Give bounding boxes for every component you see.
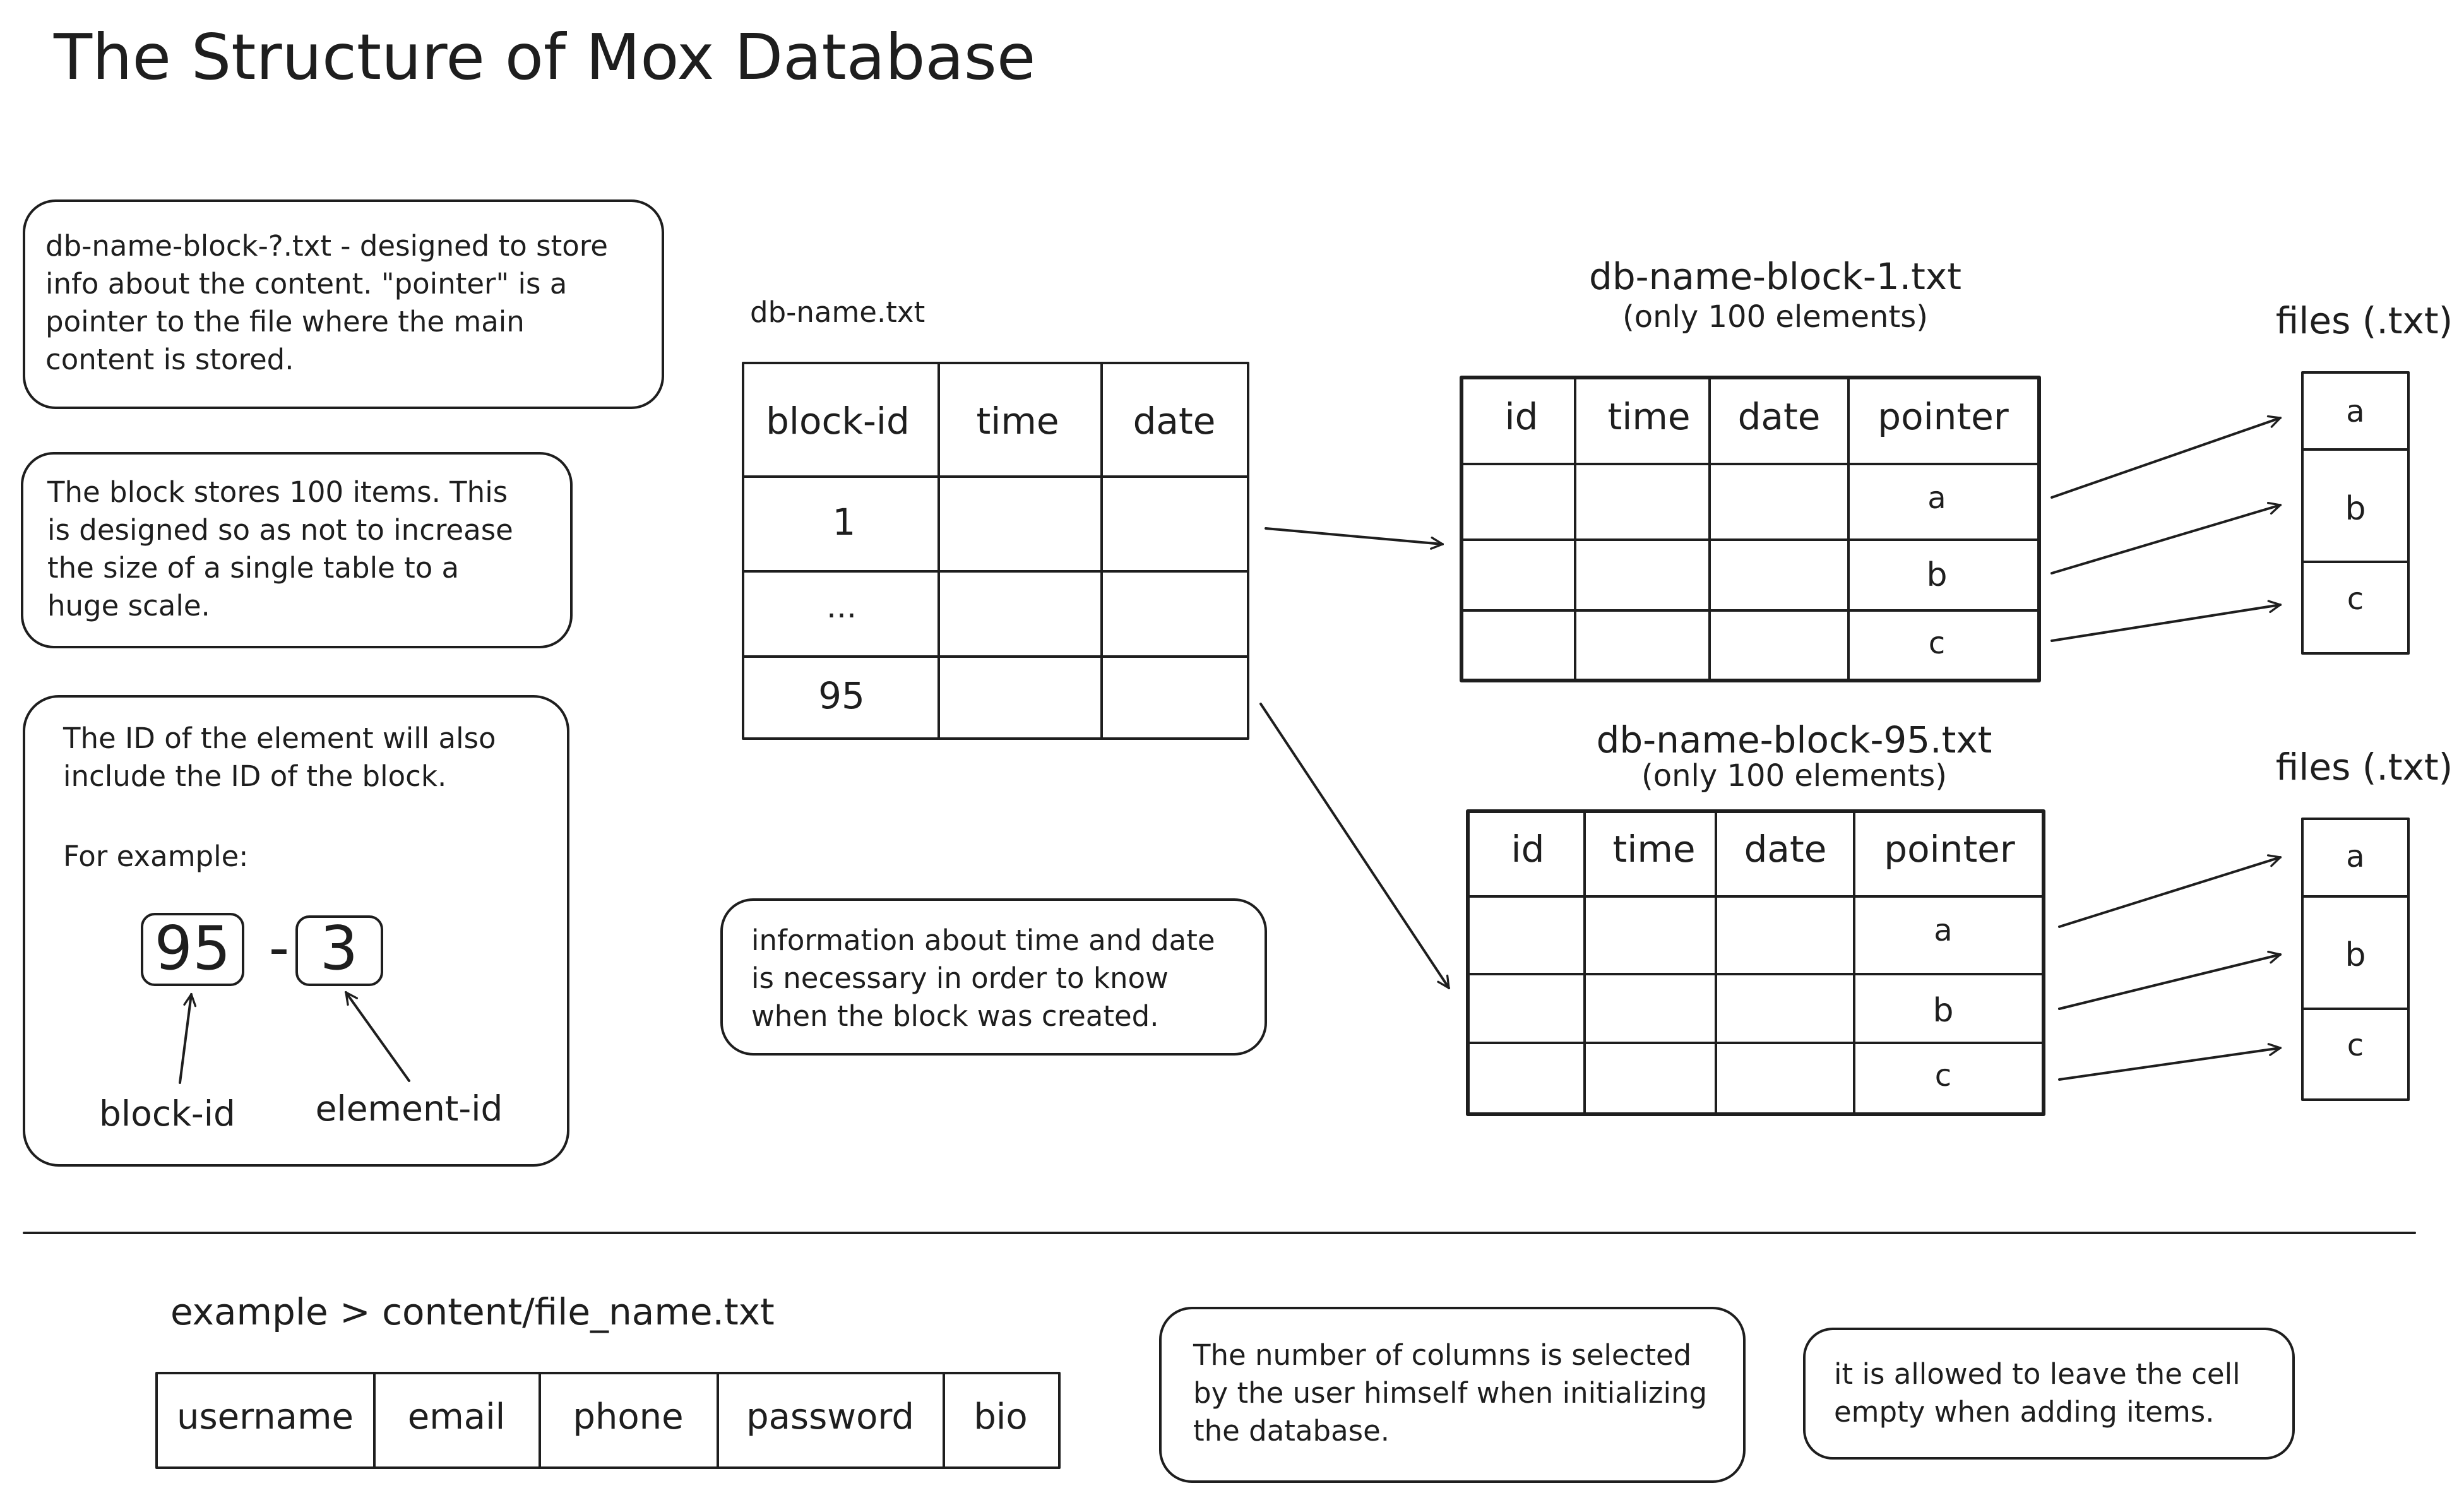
arrow-pointer-c: [2058, 1048, 2280, 1081]
note-frame: [23, 199, 664, 409]
files-column-1: files (.txt) a b c: [2276, 299, 2453, 655]
file-b: b: [2345, 490, 2366, 528]
files-column-2: files (.txt) a b c: [2276, 746, 2453, 1101]
files-label: files (.txt): [2276, 746, 2453, 788]
note-text: db-name-block-?.txt - designed to store …: [45, 229, 617, 376]
index-row-ellipsis: ...: [826, 588, 857, 625]
note-frame: [21, 452, 573, 648]
block-table-title: db-name-block-95.txt: [1597, 718, 1992, 761]
element-id-box: [295, 915, 383, 986]
column-bio: bio: [973, 1396, 1027, 1437]
arrow-pointer-a: [2050, 418, 2280, 499]
pointer-a: a: [1934, 913, 1952, 948]
content-example: example > content/file_name.txt username…: [155, 1290, 1061, 1469]
files-label: files (.txt): [2276, 299, 2453, 342]
block-table-subtitle: (only 100 elements): [1641, 758, 1947, 794]
note-frame: [23, 695, 569, 1167]
note-block-size: The block stores 100 items. This is desi…: [21, 452, 573, 648]
header-pointer: pointer: [1884, 828, 2015, 871]
block-id-arrow: [179, 994, 191, 1084]
column-password: password: [746, 1396, 914, 1437]
header-id: id: [1511, 828, 1545, 871]
file-c: c: [2347, 1028, 2364, 1063]
header-pointer: pointer: [1878, 395, 2009, 438]
header-id: id: [1505, 395, 1539, 438]
for-example-label: For example:: [63, 840, 248, 873]
note-empty: it is allowed to leave the cell empty wh…: [1803, 1328, 2295, 1460]
header-time: time: [1612, 828, 1695, 871]
note-columns: The number of columns is selected by the…: [1159, 1307, 1746, 1483]
pointer-c: c: [1929, 626, 1945, 661]
header-date: date: [1738, 395, 1821, 438]
arrow-pointer-b: [2058, 955, 2280, 1010]
page-title: The Structure of Mox Database: [53, 20, 1035, 94]
header-date: date: [1744, 828, 1827, 871]
content-example-label: example > content/file_name.txt: [170, 1290, 775, 1333]
index-header-block-id: block-id: [766, 400, 910, 443]
block-id-value: 95: [155, 914, 231, 984]
index-row-95: 95: [818, 674, 865, 717]
note-text: information about time and date is neces…: [751, 924, 1224, 1033]
note-text: The number of columns is selected by the…: [1193, 1338, 1716, 1448]
files-frame: [2301, 818, 2410, 1101]
block-table-1: db-name-block-1.txt (only 100 elements) …: [1460, 255, 2041, 682]
index-header-date: date: [1133, 400, 1216, 443]
note-frame: [1803, 1328, 2295, 1460]
element-id-value: 3: [320, 914, 358, 984]
note-time-date: information about time and date is neces…: [720, 898, 1267, 1056]
index-table-frame: [742, 362, 1249, 740]
index-row-1: 1: [833, 501, 856, 544]
arrow-pointer-c: [2050, 605, 2280, 642]
file-a: a: [2346, 839, 2364, 874]
column-email: email: [408, 1396, 505, 1437]
arrow-pointer-b: [2050, 505, 2280, 574]
arrow-pointer-a: [2058, 857, 2280, 928]
note-text: The block stores 100 items. This is desi…: [47, 475, 522, 622]
header-time: time: [1607, 395, 1690, 438]
index-header-time: time: [976, 400, 1059, 443]
note-id-example: The ID of the element will also include …: [23, 695, 569, 1167]
pointer-b: b: [1926, 556, 1947, 594]
column-phone: phone: [573, 1396, 683, 1437]
note-block-file: db-name-block-?.txt - designed to store …: [23, 199, 664, 409]
column-username: username: [177, 1396, 354, 1437]
note-frame: [1159, 1307, 1746, 1483]
element-id-label: element-id: [316, 1088, 503, 1129]
arrow-to-block-95: [1259, 703, 1449, 988]
block-id-box: [141, 913, 244, 986]
arrow-to-block-1: [1265, 527, 1443, 544]
index-table: db-name.txt block-id time date 1 ... 95: [742, 295, 1249, 740]
block-table-frame: [1460, 376, 2041, 682]
file-a: a: [2346, 394, 2364, 429]
pointer-b: b: [1932, 992, 1953, 1030]
block-table-frame: [1466, 809, 2045, 1116]
block-table-subtitle: (only 100 elements): [1622, 299, 1928, 335]
note-frame: [720, 898, 1267, 1056]
file-c: c: [2347, 581, 2364, 617]
block-table-title: db-name-block-1.txt: [1589, 255, 1961, 298]
files-frame: [2301, 371, 2410, 655]
block-table-95: db-name-block-95.txt (only 100 elements)…: [1466, 718, 2045, 1116]
note-text: The ID of the element will also include …: [62, 722, 505, 793]
pointer-c: c: [1935, 1058, 1951, 1093]
id-separator: -: [269, 915, 289, 981]
block-id-label: block-id: [99, 1093, 235, 1134]
index-table-label: db-name.txt: [750, 295, 925, 329]
note-text: it is allowed to leave the cell empty wh…: [1834, 1357, 2249, 1429]
pointer-a: a: [1927, 480, 1946, 516]
element-id-arrow: [346, 992, 410, 1082]
file-b: b: [2345, 936, 2366, 974]
content-table-frame: [155, 1372, 1061, 1469]
